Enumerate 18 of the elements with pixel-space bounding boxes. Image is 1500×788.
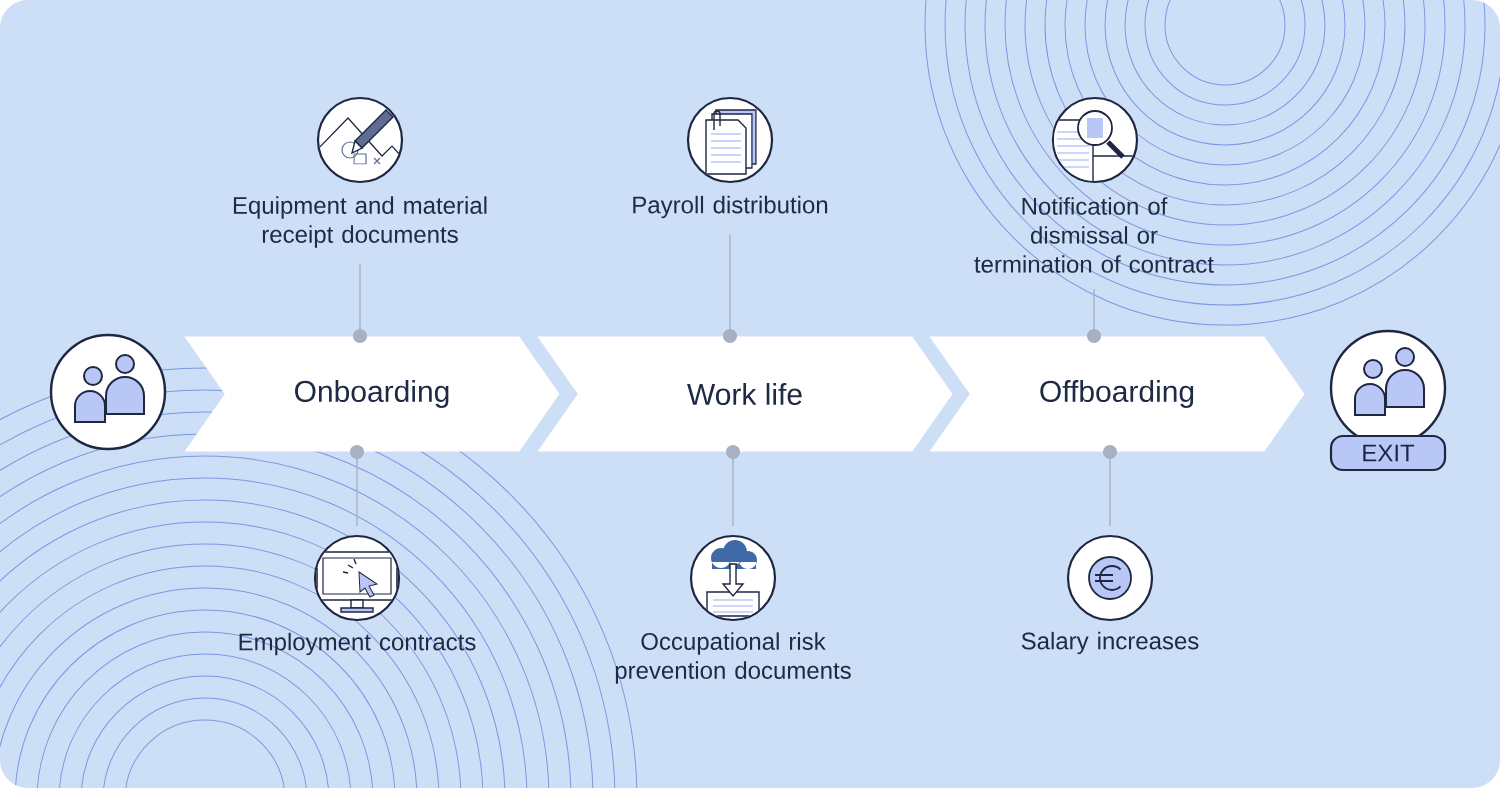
- leader-line: [1103, 444, 1117, 527]
- leader-line: [723, 233, 737, 344]
- node-label: Offboarding: [1040, 380, 1194, 408]
- item-label: Equipment and material receipt documents: [233, 196, 487, 248]
- item-label: Notification of dismissal or termination of contract: [974, 197, 1214, 273]
- exit-badge: EXIT: [1329, 434, 1447, 472]
- leader-line: [353, 263, 367, 344]
- leader-line: [1087, 288, 1101, 344]
- item-label: Occupational risk prevention documents: [615, 632, 851, 684]
- leader-line: [726, 444, 740, 527]
- node-label: Work life: [687, 382, 802, 406]
- chevron-step: Offboarding: [929, 336, 1305, 452]
- leader-line: [350, 444, 364, 527]
- item-label: Payroll distribution: [633, 195, 828, 219]
- item-label: Employment contracts: [239, 632, 476, 656]
- item-label: Salary increases: [1021, 631, 1199, 655]
- person-icon: [49, 333, 167, 451]
- chevron-step: Onboarding: [184, 336, 560, 452]
